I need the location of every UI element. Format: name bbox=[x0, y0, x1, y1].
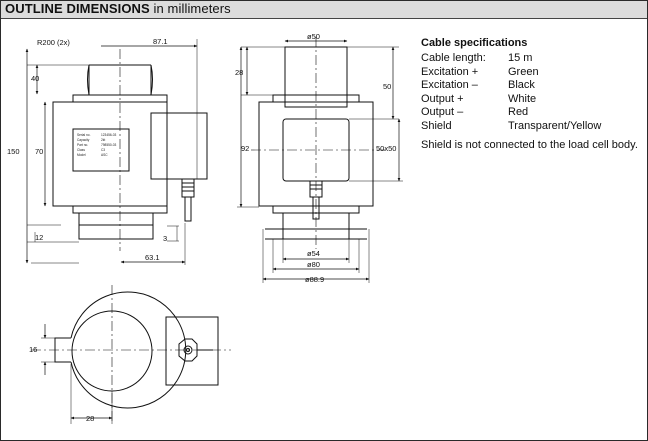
cable-spec-row: Excitation –Black bbox=[421, 79, 535, 91]
front-cable bbox=[184, 196, 192, 222]
cable-spec-title: Cable specifications bbox=[421, 37, 528, 49]
cable-spec-table: Cable length:15 m Excitation +Green Exci… bbox=[421, 52, 601, 133]
cable-specifications: Cable specifications Cable length:15 m E… bbox=[421, 37, 643, 151]
svg-text:123456-03: 123456-03 bbox=[101, 133, 116, 137]
dim-cable-section: 50x50 bbox=[376, 144, 396, 153]
bottom-junction-box bbox=[165, 316, 219, 386]
dim-side-top-height: 28 bbox=[235, 68, 243, 77]
dim-width-to-cable: 87.1 bbox=[153, 37, 168, 46]
svg-text:798550-03: 798550-03 bbox=[101, 143, 116, 147]
shield-note: Shield is not connected to the load cell… bbox=[421, 139, 638, 151]
dim-depth: 63.1 bbox=[145, 253, 160, 262]
dim-side-height: 92 bbox=[241, 144, 249, 153]
side-labels: ø50 28 50 92 50x50 ø54 ø80 ø88.9 bbox=[235, 32, 396, 284]
dim-upper: 50 bbox=[383, 82, 391, 91]
dim-slot: 16 bbox=[29, 345, 37, 354]
bottom-view bbox=[31, 285, 231, 424]
svg-text:2kt: 2kt bbox=[101, 138, 105, 142]
dim-top-height: 40 bbox=[31, 74, 39, 83]
svg-text:ASC: ASC bbox=[101, 153, 108, 157]
cable-spec-row: Excitation +Green bbox=[421, 65, 539, 78]
nameplate-text: Serial no. 123456-03 Capacity 2kt Part n… bbox=[77, 133, 116, 157]
dim-dia-80: ø80 bbox=[307, 260, 320, 269]
bottom-outer-ring bbox=[70, 291, 187, 409]
svg-text:Serial no.: Serial no. bbox=[77, 133, 91, 137]
dim-dia-54: ø54 bbox=[307, 249, 320, 258]
svg-text:Class: Class bbox=[77, 148, 85, 152]
dim-radius: R200 (2x) bbox=[37, 38, 70, 47]
front-view bbox=[25, 39, 208, 265]
svg-text:C3: C3 bbox=[101, 148, 105, 152]
section-title: OUTLINE DIMENSIONS in millimeters bbox=[5, 1, 231, 16]
front-labels: R200 (2x) 87.1 40 150 70 12 3 63.1 bbox=[7, 37, 168, 262]
dim-top-dia: ø50 bbox=[307, 32, 320, 41]
dim-base-height: 12 bbox=[35, 233, 43, 242]
dim-total-height: 150 bbox=[7, 147, 20, 156]
svg-text:Model: Model bbox=[77, 153, 86, 157]
front-bottom-cylinder bbox=[78, 212, 154, 240]
side-view bbox=[237, 37, 403, 283]
cable-spec-row: Output –Red bbox=[421, 106, 529, 118]
front-body bbox=[52, 101, 168, 207]
nameplate bbox=[72, 128, 130, 172]
dim-dia-88: ø88.9 bbox=[305, 275, 324, 284]
section-header: OUTLINE DIMENSIONS in millimeters bbox=[1, 1, 647, 19]
dim-slot-width: 28 bbox=[86, 414, 94, 423]
dim-body-height: 70 bbox=[35, 147, 43, 156]
cable-spec-row: Output +White bbox=[421, 92, 537, 105]
bottom-cable-nut bbox=[178, 338, 198, 362]
svg-text:Part no.: Part no. bbox=[77, 143, 88, 147]
cable-spec-row: Cable length:15 m bbox=[421, 52, 533, 64]
front-cable-gland bbox=[181, 178, 195, 198]
svg-text:Capacity: Capacity bbox=[77, 138, 90, 142]
outline-drawing: R200 (2x) 87.1 40 150 70 12 3 63.1 Seria… bbox=[7, 32, 403, 424]
bottom-labels: 16 28 bbox=[29, 345, 94, 423]
dim-offset: 3 bbox=[163, 234, 167, 243]
front-junction-box bbox=[150, 112, 208, 180]
